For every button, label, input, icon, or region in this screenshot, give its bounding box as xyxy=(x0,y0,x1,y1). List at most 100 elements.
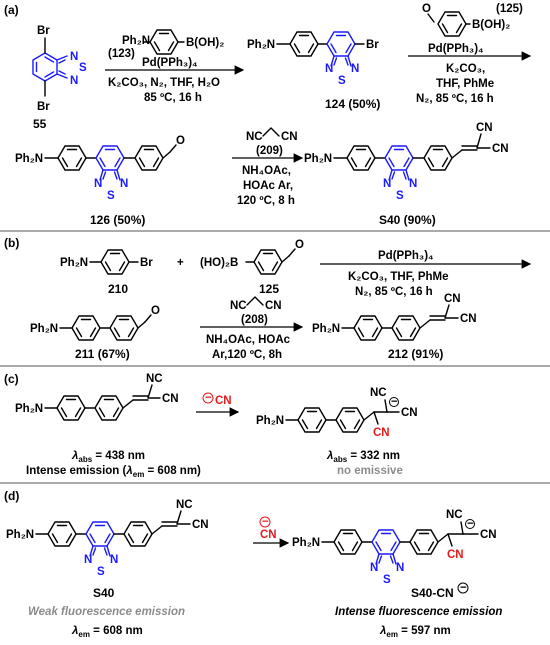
compound-c-right: Ph₂N NC CN CN − xyxy=(256,387,418,439)
amine-group: Ph₂N xyxy=(30,323,58,335)
reagent-209: NC CN (209) xyxy=(246,127,298,157)
atom-n: N xyxy=(84,554,92,566)
nitrile-right: CN xyxy=(460,313,477,325)
nitrile-added: CN xyxy=(447,549,464,561)
conditions-line-2: N₂, 85 ºC, 16 h xyxy=(355,286,433,298)
compound-id: 125 xyxy=(259,282,279,296)
compound-c-left: Ph₂N NC CN xyxy=(15,373,179,421)
nitrile-right: CN xyxy=(192,519,209,531)
emission-note: Intense fluorescence emission xyxy=(335,606,502,618)
atom-s: S xyxy=(107,190,115,202)
nitrile-left: NC xyxy=(246,131,263,143)
amine-group: Ph₂N xyxy=(247,39,275,51)
compound-55: Br Br N S N 55 xyxy=(32,25,87,131)
benzothiadiazole-ring xyxy=(326,31,356,67)
emission-value: λem = 608 nm xyxy=(71,625,143,639)
benzothiadiazole-ring xyxy=(85,521,115,557)
boronic-acid-group: (HO)₂B xyxy=(200,257,238,269)
reagent-id: (125) xyxy=(496,3,523,15)
aldehyde-oxygen: O xyxy=(422,3,431,15)
benzothiadiazole-ring xyxy=(384,145,414,181)
absorption-value: λabs = 438 nm xyxy=(71,450,145,464)
negative-charge: − xyxy=(262,516,269,528)
emission-note: Intense emission (λem = 608 nm) xyxy=(26,465,201,479)
conditions-line-1: NH₄OAc, HOAc xyxy=(206,334,291,346)
nitrile-right: CN xyxy=(401,407,418,419)
reagent-id: (209) xyxy=(256,145,283,157)
catalyst: Pd(PPh₃)₄ xyxy=(378,250,434,262)
compound-s40: Ph₂N CN CN N N S S40 (90%) xyxy=(304,122,509,227)
atom-s: S xyxy=(97,566,105,578)
atom-n: N xyxy=(120,178,128,190)
nitrile-top: NC xyxy=(370,387,387,399)
nitrile-top: NC xyxy=(446,509,463,521)
cyanide-reagent: − CN xyxy=(202,392,232,407)
aldehyde-oxygen: O xyxy=(295,239,304,251)
atom-n: N xyxy=(94,178,102,190)
conditions-line-1: K₂CO₃, xyxy=(446,63,485,75)
nitrile-right: CN xyxy=(492,143,509,155)
bromo-top: Br xyxy=(37,25,50,37)
cyanide-reagent: − CN xyxy=(259,516,277,541)
nitrile-right: CN xyxy=(480,529,497,541)
compound-id: S40 xyxy=(93,586,115,600)
conditions-line-2: 85 ºC, 16 h xyxy=(144,92,202,104)
atom-s: S xyxy=(383,574,391,586)
compound-d-right: Ph₂N NC CN CN − N N S S40-CN − xyxy=(292,509,497,600)
aldehyde-oxygen: O xyxy=(176,135,185,147)
nitrile-top: NC xyxy=(176,499,193,511)
reagent-123: Ph₂N B(OH)₂ (123) xyxy=(108,29,224,60)
compound-id: 126 (50%) xyxy=(90,213,145,227)
compound-210: Ph₂N Br 210 xyxy=(60,249,153,296)
panel-a-label: (a) xyxy=(4,3,19,17)
boronic-acid-group: B(OH)₂ xyxy=(186,37,224,49)
atom-n: N xyxy=(351,63,359,75)
atom-n: N xyxy=(110,554,118,566)
catalyst: Pd(PPh₃)₄ xyxy=(428,43,484,55)
benzothiadiazole-ring xyxy=(32,52,68,82)
cyanide-ion: CN xyxy=(215,395,232,407)
compound-id: 55 xyxy=(33,117,47,131)
absorption-value: λabs = 332 nm xyxy=(326,450,400,464)
compound-125: (HO)₂B O 125 xyxy=(200,239,304,296)
compound-id: S40 (90%) xyxy=(379,213,436,227)
compound-id: 211 (67%) xyxy=(75,347,130,361)
atom-n: N xyxy=(396,562,404,574)
nitrile-added: CN xyxy=(373,427,390,439)
compound-126: Ph₂N O N N S 126 (50%) xyxy=(15,135,185,227)
benzothiadiazole-ring xyxy=(95,145,125,181)
nitrile-top: CN xyxy=(444,293,461,305)
conditions-line-1: K₂CO₃, N₂, THF, H₂O xyxy=(108,77,220,89)
bromo-group: Br xyxy=(140,257,153,269)
aldehyde-oxygen: O xyxy=(151,305,160,317)
anion-charge: − xyxy=(460,582,467,594)
emission-note: no emissive xyxy=(337,465,403,477)
amine-group: Ph₂N xyxy=(15,153,43,165)
nitrile-left: NC xyxy=(230,300,247,312)
amine-group: Ph₂N xyxy=(122,35,150,47)
carbanion-charge: − xyxy=(391,396,398,408)
plus-sign: + xyxy=(177,257,184,269)
compound-212: Ph₂N CN CN 212 (91%) xyxy=(312,293,477,361)
bromo-bottom: Br xyxy=(37,101,50,113)
nitrile-top: NC xyxy=(146,373,163,385)
nitrile-right: CN xyxy=(281,131,298,143)
amine-group: Ph₂N xyxy=(6,529,34,541)
nitrile-top: CN xyxy=(476,122,493,134)
compound-d-left: Ph₂N NC CN N N S S40 xyxy=(6,499,209,600)
compound-id: 212 (91%) xyxy=(388,347,443,361)
emission-note: Weak fluorescence emission xyxy=(28,606,185,618)
atom-n: N xyxy=(409,178,417,190)
amine-group: Ph₂N xyxy=(256,415,284,427)
emission-value: λem = 597 nm xyxy=(379,625,451,639)
compound-id: S40-CN xyxy=(411,586,454,600)
amine-group: Ph₂N xyxy=(304,153,332,165)
boronic-acid-group: B(OH)₂ xyxy=(472,19,510,31)
amine-group: Ph₂N xyxy=(60,257,88,269)
carbanion-charge: − xyxy=(467,518,474,530)
conditions-line-2: HOAc Ar, xyxy=(243,180,293,192)
reagent-208: NC CN (208) xyxy=(230,296,282,326)
atom-s: S xyxy=(79,62,87,74)
cyanide-ion: CN xyxy=(260,529,277,541)
reagent-125: O B(OH)₂ (125) xyxy=(422,3,523,37)
